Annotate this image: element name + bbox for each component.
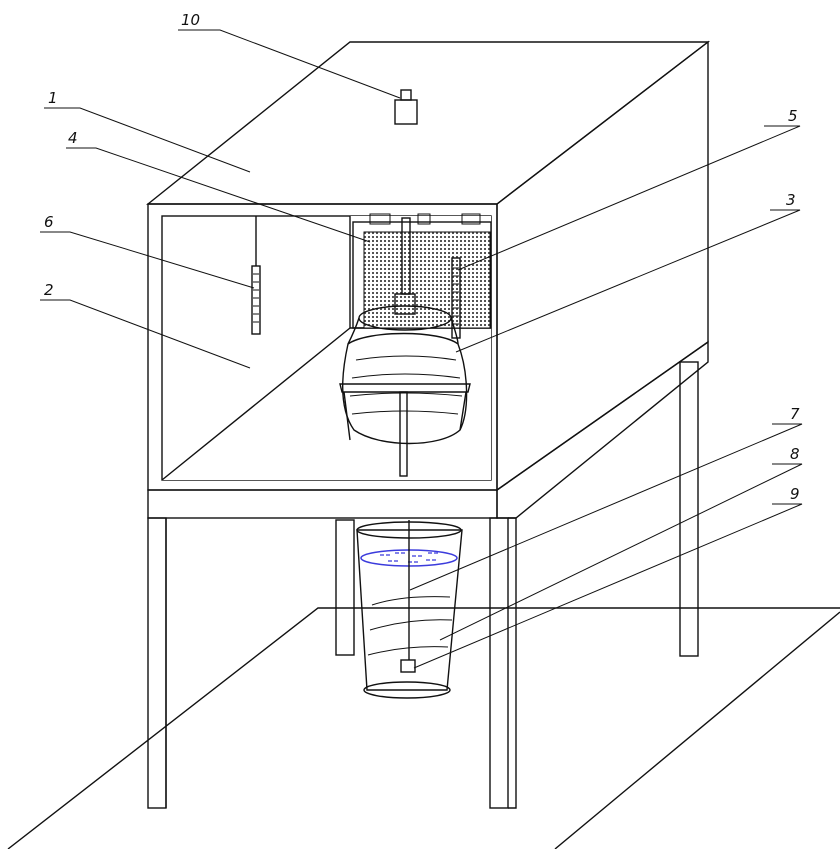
callout-10: 10 xyxy=(181,11,200,29)
leader-lines xyxy=(40,29,803,669)
callout-6: 6 xyxy=(44,213,54,231)
cabinet-side-panel xyxy=(496,40,709,492)
heater-panel xyxy=(352,213,492,329)
callout-5: 5 xyxy=(788,107,798,125)
callout-8: 8 xyxy=(790,445,800,463)
collector-beaker xyxy=(356,520,463,699)
sample-vessel xyxy=(339,293,471,477)
thermometer-back xyxy=(451,257,461,339)
callout-3: 3 xyxy=(786,191,796,209)
callout-1: 1 xyxy=(48,89,58,107)
callout-4: 4 xyxy=(68,129,78,147)
callout-2: 2 xyxy=(44,281,54,299)
callout-9: 9 xyxy=(790,485,800,503)
weight-sensor xyxy=(400,659,416,673)
cabinet-top-panel xyxy=(146,41,711,205)
top-fitting xyxy=(394,89,418,125)
callout-7: 7 xyxy=(790,405,800,423)
callout-labels: 10 1 4 6 2 5 3 7 8 9 xyxy=(44,11,800,503)
floor-outline xyxy=(7,607,840,849)
back-legs xyxy=(335,361,699,657)
thermometer-left xyxy=(251,216,261,335)
table-top xyxy=(147,340,709,519)
front-legs xyxy=(147,517,517,809)
